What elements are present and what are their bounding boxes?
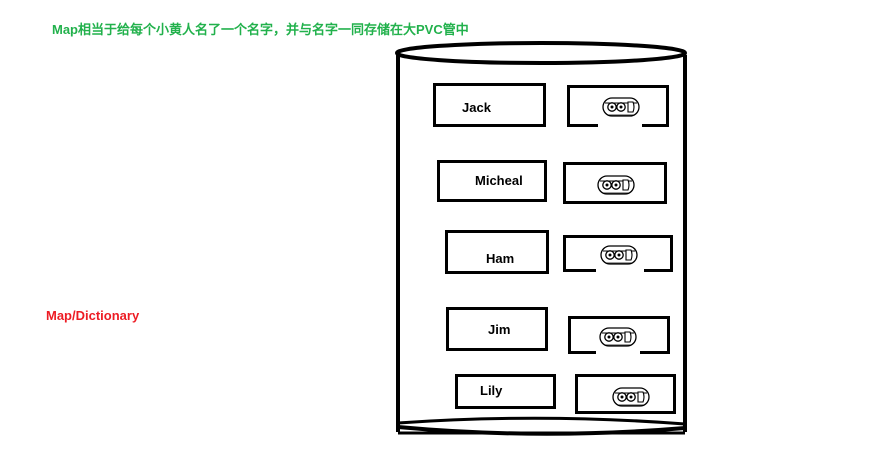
key-box-ham: Ham (445, 230, 549, 274)
minion-icon (612, 387, 650, 407)
minion-icon (597, 175, 635, 195)
header-note: Map相当于给每个小黄人名了一个名字，并与名字一同存储在大PVC管中 (52, 22, 469, 37)
map-dictionary-label: Map/Dictionary (46, 308, 140, 323)
key-label: Jim (488, 322, 511, 337)
value-box (567, 85, 669, 127)
value-box (568, 316, 670, 354)
key-label: Jack (462, 100, 491, 115)
key-label: Lily (480, 383, 503, 398)
key-label: Micheal (475, 173, 523, 188)
key-box-jim: Jim (446, 307, 548, 351)
value-box (575, 374, 676, 414)
key-label: Ham (486, 251, 515, 266)
key-box-jack: Jack (433, 83, 546, 127)
key-box-micheal: Micheal (437, 160, 547, 202)
key-box-lily: Lily (455, 374, 556, 409)
value-box (563, 235, 673, 272)
minion-icon (599, 327, 637, 347)
minion-icon (600, 245, 638, 265)
minion-icon (602, 97, 640, 117)
value-box (563, 162, 667, 204)
